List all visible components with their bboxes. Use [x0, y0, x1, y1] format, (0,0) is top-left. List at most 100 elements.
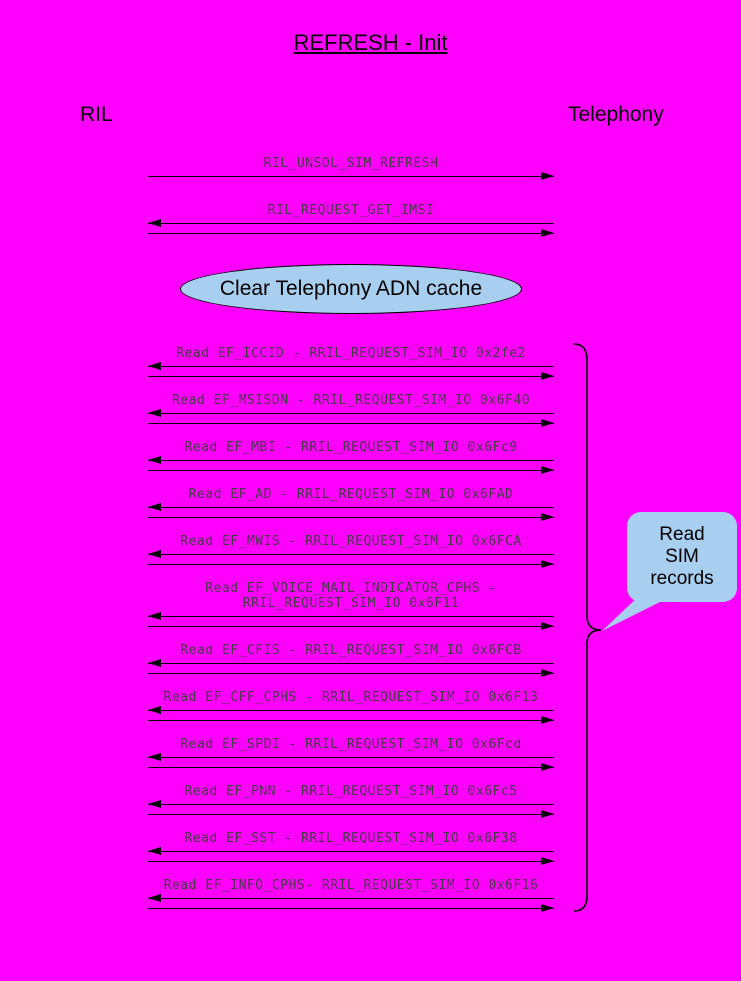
message-row: Read EF_PNN - RRIL_REQUEST_SIM_IO 0x6Fc5 — [148, 784, 554, 819]
message-row: RIL_UNSOL_SIM_REFRESH — [148, 156, 554, 181]
message-label: Read EF_PNN - RRIL_REQUEST_SIM_IO 0x6Fc5 — [184, 784, 518, 799]
arrow-right-icon — [148, 228, 554, 238]
message-flow: RIL_UNSOL_SIM_REFRESH RIL_REQUEST_GET_IMS… — [148, 156, 554, 925]
arrow-left-icon — [148, 408, 554, 418]
arrow-right-icon — [148, 418, 554, 428]
arrowhead-icon — [148, 659, 161, 667]
message-label: Read EF_ICCID - RRIL_REQUEST_SIM_IO 0x2f… — [176, 346, 526, 361]
message-label: Read EF_AD - RRIL_REQUEST_SIM_IO 0x6FAD — [188, 487, 514, 502]
arrow-left-icon — [148, 502, 554, 512]
pre-message-list: RIL_UNSOL_SIM_REFRESH RIL_REQUEST_GET_IMS… — [148, 156, 554, 238]
arrowhead-icon — [541, 857, 554, 865]
callout-tail-icon — [602, 595, 674, 631]
arrowhead-icon — [148, 409, 161, 417]
arrow-line — [148, 673, 554, 674]
note-text: Clear Telephony ADN cache — [219, 277, 483, 300]
arrow-right-icon — [148, 559, 554, 569]
message-row: Read EF_AD - RRIL_REQUEST_SIM_IO 0x6FAD — [148, 487, 554, 522]
arrow-line — [148, 376, 554, 377]
arrowhead-icon — [541, 810, 554, 818]
arrow-right-icon — [148, 371, 554, 381]
message-label: RIL_UNSOL_SIM_REFRESH — [263, 156, 439, 171]
actor-ril: RIL — [80, 103, 113, 126]
arrow-line — [148, 233, 554, 234]
arrowhead-icon — [541, 716, 554, 724]
message-label: Read EF_CFF_CPHS - RRIL_REQUEST_SIM_IO 0… — [163, 690, 539, 705]
group-brace-icon — [573, 343, 674, 912]
arrow-line — [148, 898, 554, 899]
arrow-line — [148, 804, 554, 805]
arrowhead-icon — [541, 372, 554, 380]
arrow-right-icon — [148, 715, 554, 725]
message-row: Read EF_VOICE_MAIL_INDICATOR_CPHS - RRIL… — [148, 581, 554, 631]
arrow-line — [148, 507, 554, 508]
arrow-line — [148, 564, 554, 565]
arrowhead-icon — [148, 456, 161, 464]
page-title: REFRESH - Init — [293, 30, 448, 55]
arrow-line — [148, 767, 554, 768]
arrowhead-icon — [541, 172, 554, 180]
arrow-right-icon — [148, 762, 554, 772]
arrow-right-icon — [148, 903, 554, 913]
callout-text: Read SIM records — [650, 524, 714, 589]
arrowhead-icon — [541, 513, 554, 521]
arrow-left-icon — [148, 549, 554, 559]
message-label: Read EF_CFIS - RRIL_REQUEST_SIM_IO 0x6FC… — [180, 643, 522, 658]
arrowhead-icon — [148, 800, 161, 808]
arrow-line — [148, 720, 554, 721]
arrowhead-icon — [148, 612, 161, 620]
arrow-left-icon — [148, 361, 554, 371]
arrow-line — [148, 626, 554, 627]
message-label: Read EF_MBI - RRIL_REQUEST_SIM_IO 0x6Fc9 — [184, 440, 518, 455]
message-row: RIL_REQUEST_GET_IMSI — [148, 203, 554, 238]
arrowhead-icon — [148, 706, 161, 714]
message-row: Read EF_ICCID - RRIL_REQUEST_SIM_IO 0x2f… — [148, 346, 554, 381]
arrow-right-icon — [148, 668, 554, 678]
message-label: Read EF_MWIS - RRIL_REQUEST_SIM_IO 0x6FC… — [180, 534, 522, 549]
message-label: RIL_REQUEST_GET_IMSI — [267, 203, 435, 218]
arrowhead-icon — [541, 560, 554, 568]
arrow-line — [148, 757, 554, 758]
arrowhead-icon — [541, 229, 554, 237]
arrow-left-icon — [148, 705, 554, 715]
arrowhead-icon — [541, 763, 554, 771]
message-row: Read EF_INFO_CPHS- RRIL_REQUEST_SIM_IO 0… — [148, 878, 554, 913]
message-label: Read EF_MSISDN - RRIL_REQUEST_SIM_IO 0x6… — [171, 393, 531, 408]
message-row: Read EF_CFIS - RRIL_REQUEST_SIM_IO 0x6FC… — [148, 643, 554, 678]
message-row: Read EF_MSISDN - RRIL_REQUEST_SIM_IO 0x6… — [148, 393, 554, 428]
message-label: Read EF_SPDI - RRIL_REQUEST_SIM_IO 0x6Fc… — [180, 737, 522, 752]
arrow-right-icon — [148, 856, 554, 866]
arrow-line — [148, 517, 554, 518]
message-row: Read EF_CFF_CPHS - RRIL_REQUEST_SIM_IO 0… — [148, 690, 554, 725]
arrow-line — [148, 460, 554, 461]
read-message-list: Read EF_ICCID - RRIL_REQUEST_SIM_IO 0x2f… — [148, 346, 554, 913]
arrow-right-icon — [148, 465, 554, 475]
actor-telephony: Telephony — [568, 103, 664, 126]
arrow-line — [148, 223, 554, 224]
note-ellipse: Clear Telephony ADN cache — [180, 264, 522, 314]
arrowhead-icon — [148, 362, 161, 370]
arrowhead-icon — [541, 419, 554, 427]
arrow-left-icon — [148, 799, 554, 809]
arrow-line — [148, 413, 554, 414]
message-row: Read EF_MWIS - RRIL_REQUEST_SIM_IO 0x6FC… — [148, 534, 554, 569]
arrow-left-icon — [148, 846, 554, 856]
arrow-line — [148, 908, 554, 909]
arrowhead-icon — [541, 622, 554, 630]
curly-brace-icon — [573, 343, 602, 912]
arrow-line — [148, 710, 554, 711]
arrowhead-icon — [148, 847, 161, 855]
arrow-right-icon — [148, 621, 554, 631]
arrow-line — [148, 366, 554, 367]
arrowhead-icon — [541, 904, 554, 912]
message-row: Read EF_MBI - RRIL_REQUEST_SIM_IO 0x6Fc9 — [148, 440, 554, 475]
message-label: Read EF_INFO_CPHS- RRIL_REQUEST_SIM_IO 0… — [163, 878, 539, 893]
arrowhead-icon — [148, 894, 161, 902]
message-row: Read EF_SST - RRIL_REQUEST_SIM_IO 0x6F38 — [148, 831, 554, 866]
arrow-left-icon — [148, 611, 554, 621]
arrowhead-icon — [148, 503, 161, 511]
arrow-right-icon — [148, 171, 554, 181]
arrow-left-icon — [148, 893, 554, 903]
arrow-line — [148, 616, 554, 617]
